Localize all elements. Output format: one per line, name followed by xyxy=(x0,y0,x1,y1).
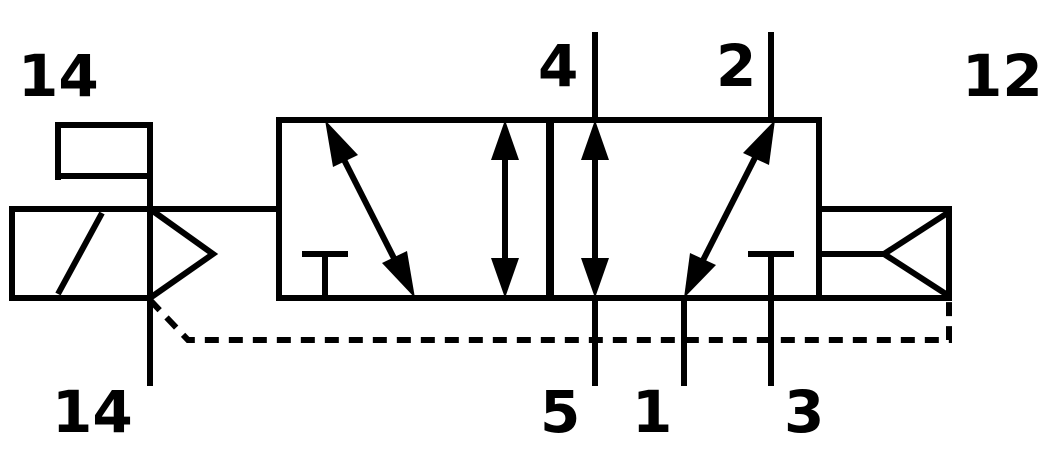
solenoid-actuator-left xyxy=(9,206,153,301)
label-port-2: 2 xyxy=(716,32,756,100)
pilot-supply-line-dashed xyxy=(147,297,952,343)
label-pilot-14-bottom: 14 xyxy=(52,378,133,446)
pilot-actuator-right xyxy=(819,206,952,301)
label-port-3: 3 xyxy=(784,378,824,446)
label-pilot-14-top: 14 xyxy=(18,42,99,110)
valve-position-left xyxy=(276,117,552,301)
pilot-triangle-left xyxy=(147,180,276,386)
label-pilot-12: 12 xyxy=(962,42,1043,110)
manual-override-symbol xyxy=(55,122,153,180)
label-port-4: 4 xyxy=(538,32,578,100)
valve-position-right xyxy=(548,117,822,301)
label-port-5: 5 xyxy=(540,378,580,446)
label-port-1: 1 xyxy=(632,378,672,446)
